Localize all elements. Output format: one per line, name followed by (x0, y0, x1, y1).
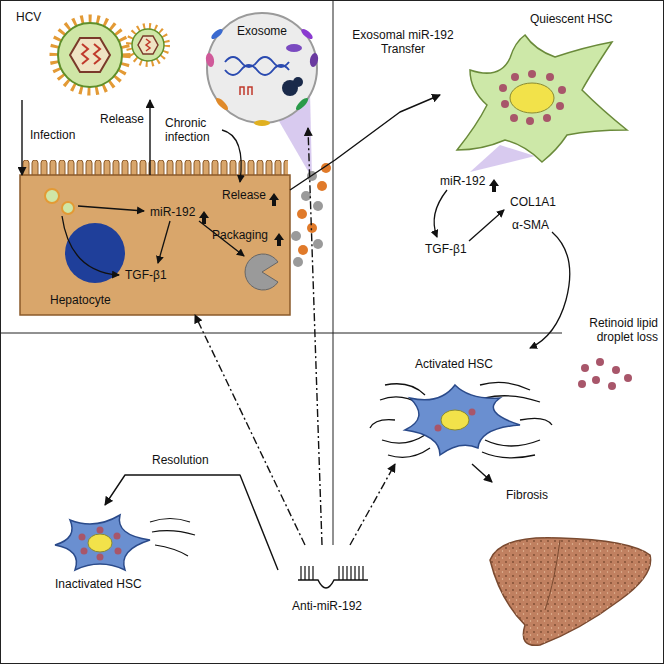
annotation-label: Packaging (212, 228, 268, 242)
annotation-label: miR-192 (150, 205, 195, 219)
node-label: Fibrosis (506, 488, 548, 502)
edge-label: Release (98, 112, 146, 126)
annotation-label: α-SMA (512, 218, 549, 232)
node-label: Quiescent HSC (530, 12, 613, 26)
inactivated-hsc-cell (55, 515, 195, 570)
flow-arrow (21, 100, 22, 175)
annotation-label: Release (222, 188, 266, 202)
annotation-label: COL1A1 (510, 195, 556, 209)
activated-hsc-cell (370, 358, 632, 458)
annotation-label: TGF-β1 (425, 242, 467, 256)
edge-label: Exosomal miR-192 Transfer (343, 28, 463, 56)
fibrotic-liver (490, 538, 651, 646)
inhibition-connector (195, 315, 305, 545)
edge-label: Resolution (150, 453, 211, 467)
annotation-label: Retinoid lipid droplet loss (570, 316, 658, 344)
hsc-signalling-arrows (434, 179, 570, 348)
cell-node: Inactivated HSC (20, 505, 205, 600)
inhibition-connector (308, 128, 322, 545)
annotation-label: miR-192 (440, 174, 485, 188)
exosome (205, 13, 319, 178)
quiescent-hsc-cell (457, 35, 627, 172)
exosome-dots (291, 163, 331, 267)
annotation-label: Chronic infection (165, 116, 227, 144)
node-label: Activated HSC (415, 357, 493, 371)
node-label: HCV (16, 10, 41, 24)
anti-mir-strand (298, 566, 368, 588)
node-label: Inactivated HSC (55, 577, 142, 591)
node-label: Anti-miR-192 (292, 599, 362, 613)
inhibition-connector (350, 464, 395, 545)
cell-node: Quiescent HSC (440, 8, 645, 168)
flow-arrow (105, 475, 278, 570)
edge-label: Infection (28, 128, 77, 142)
exosome-node: Exosome (205, 8, 320, 128)
organ-node: Fibrosis (478, 482, 656, 657)
node-label: Hepatocyte (50, 293, 111, 307)
cell-node: Activated HSC (365, 352, 560, 464)
hcv-virus (54, 19, 167, 91)
drug-node: Anti-miR-192 (278, 545, 388, 617)
node-label: Exosome (237, 24, 287, 38)
virus-node: HCV (8, 5, 180, 100)
hepatocyte-cell (20, 130, 290, 315)
flow-arrow (290, 95, 440, 190)
flow-arrow (149, 100, 150, 175)
flow-arrow (472, 464, 492, 482)
annotation-label: TGF-β1 (125, 268, 167, 282)
